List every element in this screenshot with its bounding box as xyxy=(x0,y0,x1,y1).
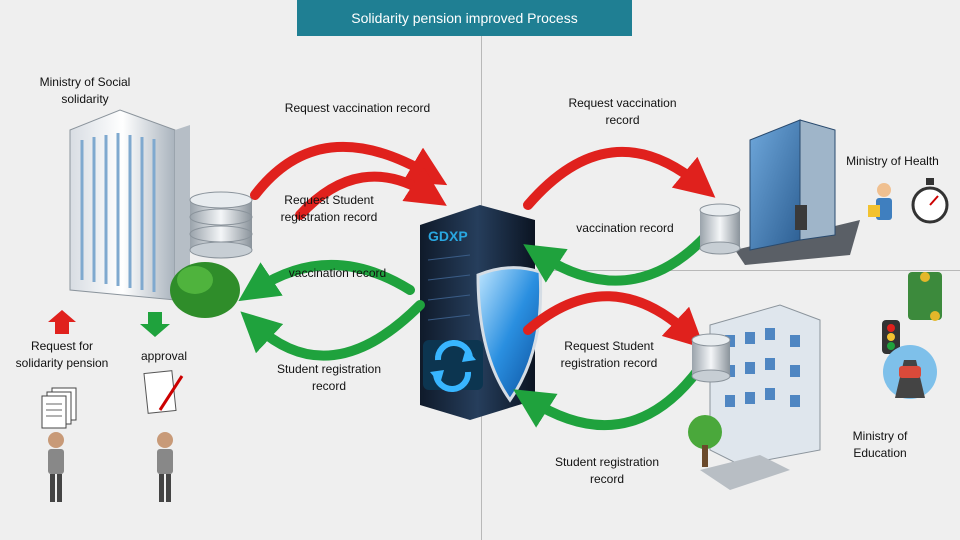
health-ministry-building xyxy=(735,120,860,265)
vaccination-record-right-label: vaccination record xyxy=(560,220,690,237)
health-database-icon xyxy=(700,204,740,254)
ministry-social-label: Ministry of Social solidarity xyxy=(25,74,145,108)
road-car-icon xyxy=(883,345,937,399)
approval-label: approval xyxy=(136,348,192,365)
request-vaccination-left-label: Request vaccination record xyxy=(270,100,445,117)
doctor-icon xyxy=(868,183,892,220)
stopwatch-icon xyxy=(913,178,947,222)
request-student-left-label: Request Student registration record xyxy=(270,192,388,226)
request-student-right-label: Request Student registration record xyxy=(548,338,670,372)
signed-document-icon xyxy=(144,371,182,414)
person-icon xyxy=(157,432,173,502)
vaccination-record-left-label: vaccination record xyxy=(280,265,395,282)
ministry-education-label: Ministry of Education xyxy=(835,428,925,462)
ministry-health-label: Ministry of Health xyxy=(830,153,955,170)
person-icon xyxy=(48,432,64,502)
student-record-right-label: Student registration record xyxy=(548,454,666,488)
student-record-left-label: Student registration record xyxy=(270,361,388,395)
request-pension-label: Request for solidarity pension xyxy=(8,338,116,372)
education-database-icon xyxy=(692,334,730,382)
up-arrow-icon xyxy=(48,310,76,334)
gdxp-label: GDXP xyxy=(428,228,468,244)
money-icon xyxy=(908,272,942,321)
down-arrow-icon xyxy=(140,312,170,337)
sync-icon xyxy=(423,340,483,390)
documents-icon xyxy=(42,388,76,428)
database-icon xyxy=(190,192,252,258)
request-vaccination-right-label: Request vaccination record xyxy=(555,95,690,129)
education-ministry-building xyxy=(688,305,820,490)
